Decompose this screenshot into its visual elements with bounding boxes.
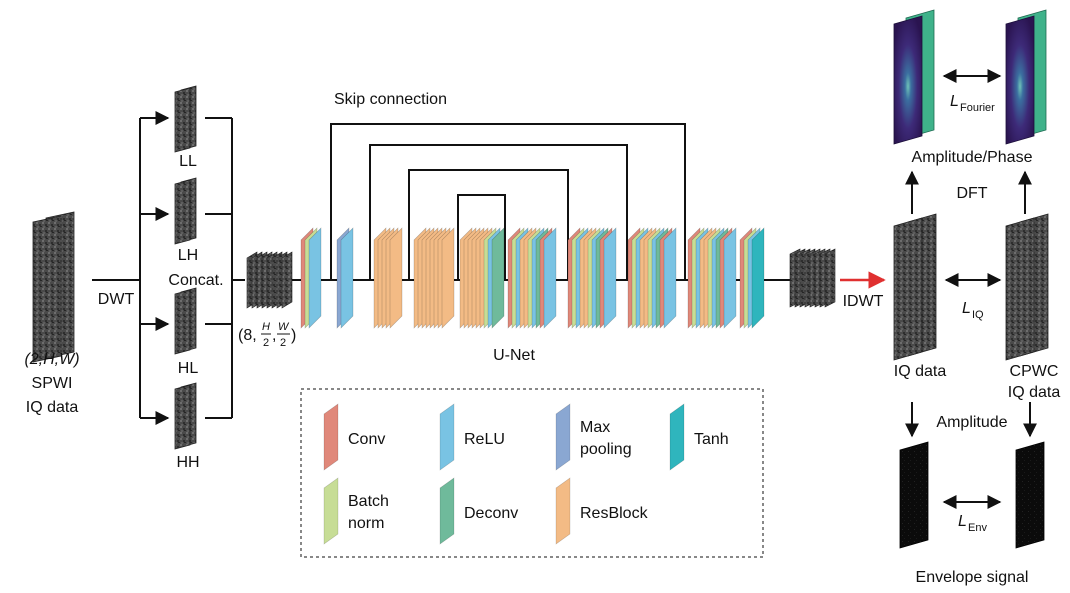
unet-relu-layer [308,227,322,329]
svg-text:2: 2 [280,337,286,349]
cpwc-line1: CPWC [1010,363,1059,380]
pred-iq-stack [893,213,937,361]
unet-relu-layer [603,227,617,329]
input-name-line1: SPWI [32,375,73,392]
unet-relu-layer [723,227,737,329]
subband-ll-label: LL [179,153,197,170]
envelope-pred [899,441,929,549]
unet-relu-layer [340,227,354,329]
iq-loss-label: L IQ [962,300,984,321]
legend-swatch [439,477,455,545]
legend-label: ReLU [464,431,505,448]
legend-label: Max [580,419,610,436]
concat-sheet [281,251,293,309]
skip-connections [330,123,686,280]
legend-box [300,388,764,558]
subband-lh-label: LH [178,247,198,264]
unet-label: U-Net [493,347,535,364]
subband-hl-label: HL [178,360,199,377]
legend-label: Deconv [464,505,518,522]
legend-swatch [669,403,685,471]
unet-deconv-layer [491,227,505,329]
input-name-line2: IQ data [26,399,79,416]
dwt-label: DWT [98,291,135,308]
svg-text:L: L [962,300,971,317]
envelope-target [1015,441,1045,549]
idwt-label: IDWT [843,293,884,310]
svg-text:Fourier: Fourier [960,102,995,114]
subband-lh [174,177,197,245]
legend-label: Batch [348,493,389,510]
subband-ll [174,85,197,153]
svg-text:,: , [272,327,276,344]
unet-resblock-layer [389,227,403,329]
output-sheet [824,248,836,308]
legend-swatch [323,477,339,545]
subband-hl [174,287,197,355]
legend-swatch [555,403,571,471]
svg-text:H: H [262,321,270,333]
cpwc-line2: IQ data [1008,384,1061,401]
subband-hh-label: HH [176,454,199,471]
legend-swatch [439,403,455,471]
spectrum-target [1005,9,1047,145]
legend-swatch [323,403,339,471]
concat-stack [246,251,293,309]
svg-text:2: 2 [263,337,269,349]
env-loss-label: L Env [958,513,987,534]
legend-label: ResBlock [580,505,649,522]
svg-text:W: W [278,321,290,333]
amp-phase-label: Amplitude/Phase [912,149,1033,166]
legend-swatch [555,477,571,545]
skip-connection-label: Skip connection [334,91,447,108]
dft-label: DFT [956,185,987,202]
svg-text:L: L [950,93,959,110]
legend-label: pooling [580,441,632,458]
legend-label: norm [348,515,384,532]
spectrum-pred [893,9,935,145]
svg-text:): ) [291,327,296,344]
concat-shape-label: (8, H 2 , W 2 ) [238,321,296,349]
svg-text:L: L [958,513,967,530]
envelope-label: Envelope signal [916,569,1029,586]
input-shape-label: (2,H,W) [24,351,79,368]
amplitude-label: Amplitude [936,414,1007,431]
unet-relu-layer [663,227,677,329]
legend-label: Tanh [694,431,729,448]
unet-blocks [300,227,765,329]
dwt-branch-lines [92,111,245,425]
subband-hh [174,382,197,450]
svg-text:IQ: IQ [972,309,984,321]
concat-label: Concat. [168,272,223,289]
pred-iq-label: IQ data [894,363,947,380]
unet-tanh-layer [751,227,765,329]
svg-text:(8,: (8, [238,327,257,344]
cpwc-iq-stack [1005,213,1049,361]
input-iq-stack [32,211,75,363]
unet-relu-layer [543,227,557,329]
svg-text:Env: Env [968,522,987,534]
unet-output-stack [789,248,836,308]
fourier-loss-label: L Fourier [950,93,995,114]
unet-resblock-layer [441,227,455,329]
legend-label: Conv [348,431,385,448]
